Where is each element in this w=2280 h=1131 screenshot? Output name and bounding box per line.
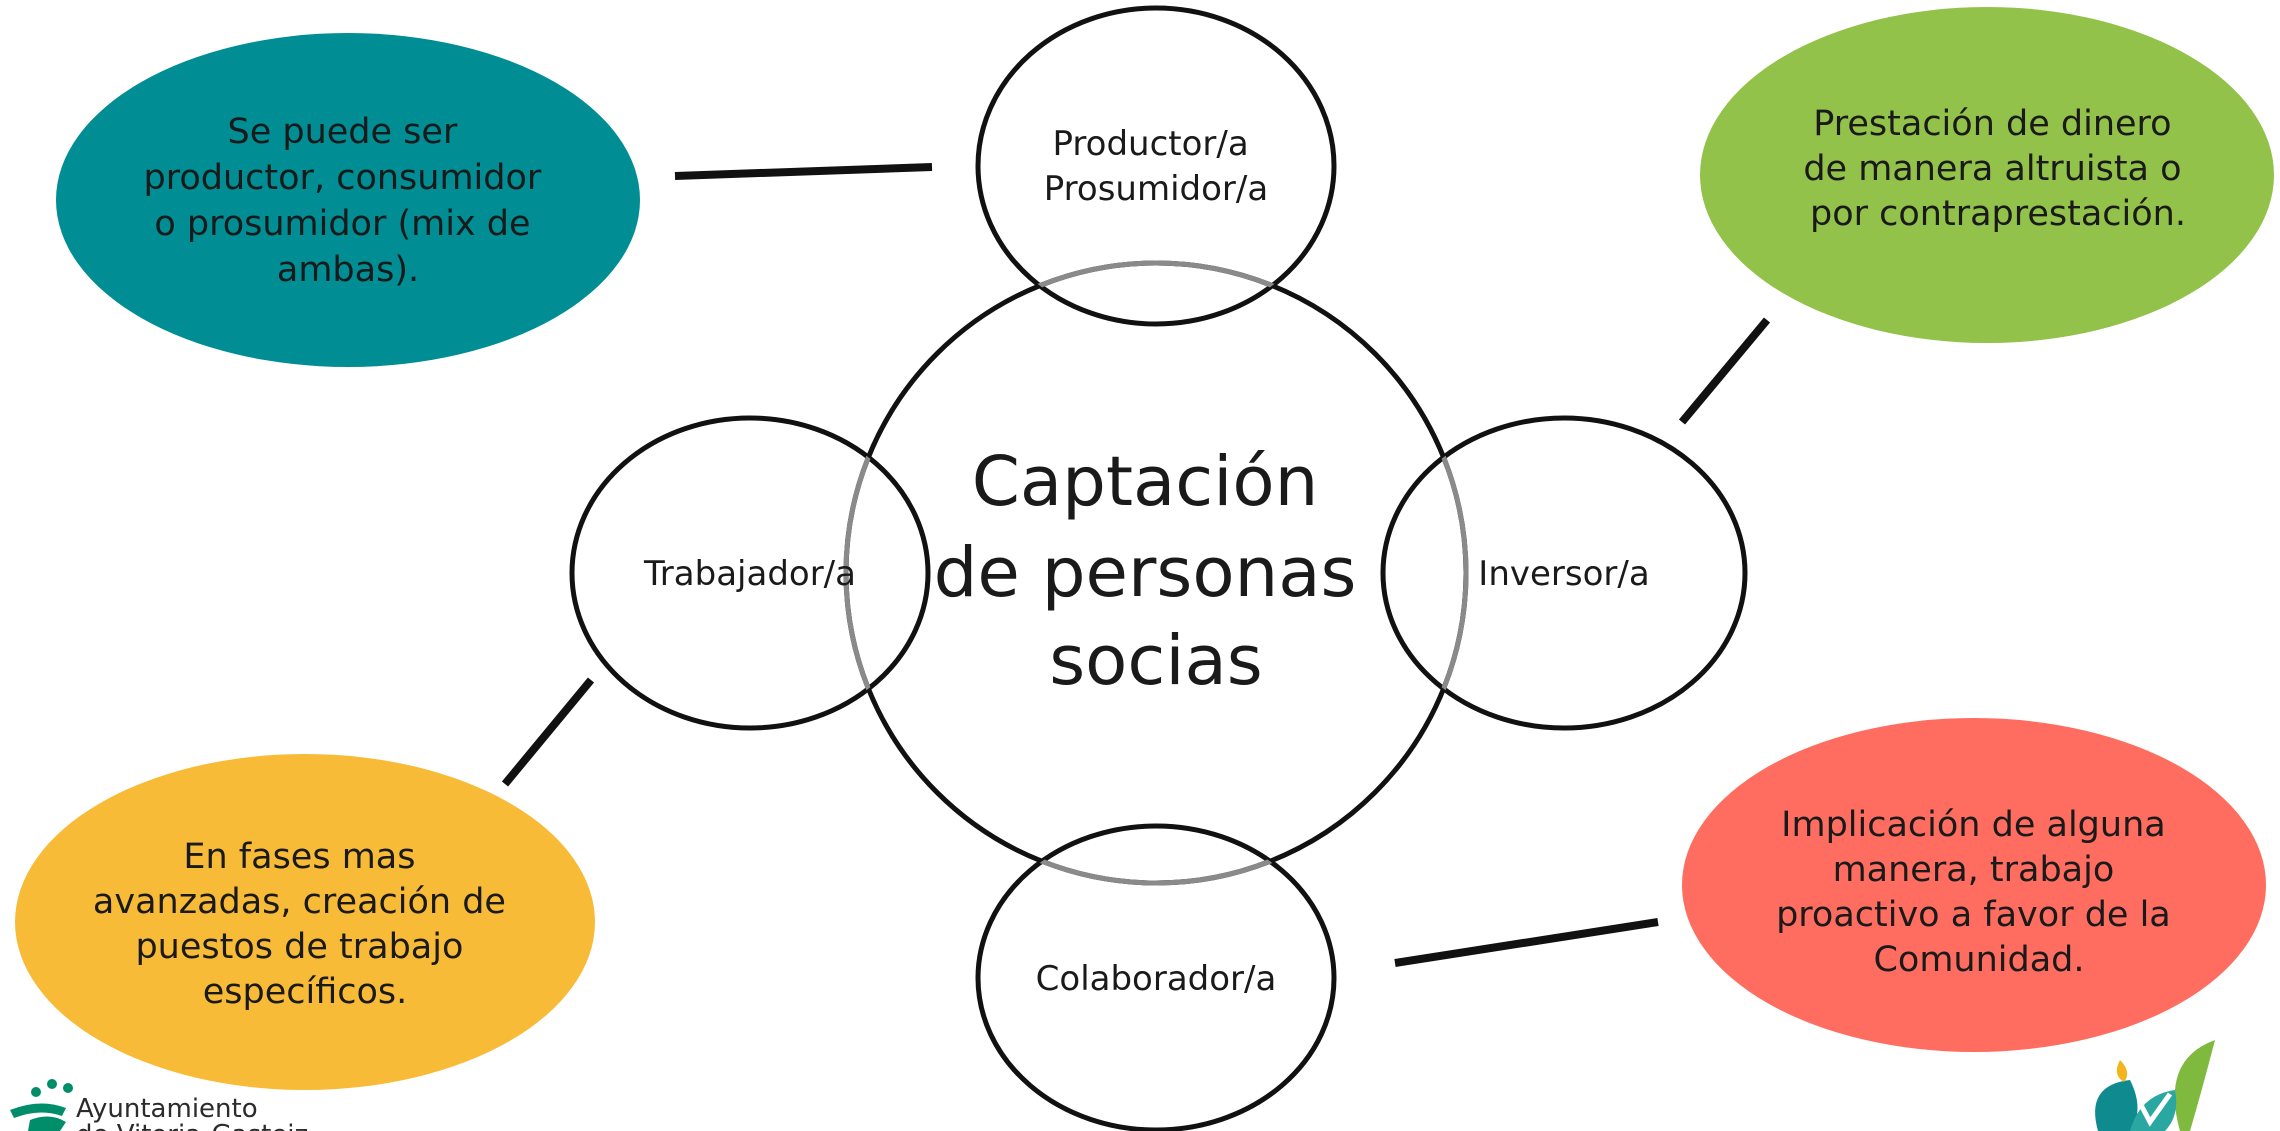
note-productor-line: o prosumidor (mix de [154, 204, 530, 244]
note-productor-line: ambas). [277, 250, 419, 290]
ayuntamiento-logo-line: Ayuntamiento [76, 1094, 258, 1124]
note-colaborador-line: manera, trabajo [1833, 850, 2115, 890]
note-trabajador-line: avanzadas, creación de [93, 882, 506, 922]
city-emblem-icon [10, 1079, 73, 1131]
role-colaborador-label-line: Colaborador/a [1036, 959, 1277, 999]
center-title-line: socias [1049, 621, 1263, 701]
center-circle-overlap-bottom [978, 826, 1334, 886]
role-productor-circle [975, 5, 1337, 327]
note-colaborador-line: Comunidad. [1873, 940, 2084, 980]
role-productor-label-line: Prosumidor/a [1044, 169, 1268, 209]
note-colaborador-line: Implicación de alguna [1781, 805, 2166, 845]
note-colaborador-text: Implicación de alguna manera, trabajo pr… [1776, 805, 2182, 980]
center-title-line: de personas [934, 533, 1357, 613]
connector-colaborador [1394, 918, 1659, 967]
connector-productor [674, 163, 933, 180]
note-productor-line: Se puede ser [228, 112, 458, 152]
leaf-logo-icon [2095, 1040, 2215, 1131]
center-title: Captación de personas socias [934, 442, 1379, 701]
center-circle-overlap-top [978, 260, 1334, 324]
center-circle-overlap-right [1383, 418, 1469, 728]
role-colaborador-circle [975, 823, 1337, 1131]
note-colaborador-line: proactivo a favor de la [1776, 895, 2171, 935]
note-colaborador-bubble [1682, 718, 2266, 1052]
center-title-line: Captación [972, 442, 1319, 522]
note-trabajador-line: En fases mas [183, 837, 415, 877]
ayuntamiento-logo-text: Ayuntamiento de Vitoria-Gasteiz [76, 1094, 308, 1131]
role-inversor-circle [1380, 415, 1748, 731]
connector-trabajador [501, 677, 595, 787]
ayuntamiento-logo-line: de Vitoria-Gasteiz [76, 1120, 308, 1131]
note-trabajador-line: específicos. [203, 972, 408, 1012]
role-trabajador-label-line: Trabajador/a [643, 554, 856, 594]
note-productor-text: Se puede ser productor, consumidor o pro… [144, 112, 553, 290]
role-inversor-label-line: Inversor/a [1478, 554, 1649, 594]
role-inversor-label: Inversor/a [1478, 554, 1649, 594]
role-trabajador-label: Trabajador/a [643, 554, 856, 594]
connector-inversor [1678, 317, 1771, 425]
note-trabajador-text: En fases mas avanzadas, creación de pues… [93, 837, 517, 1012]
role-productor-label: Productor/a Prosumidor/a [1044, 124, 1268, 209]
note-inversor-bubble [1700, 7, 2274, 343]
note-inversor-line: de manera altruista o [1803, 149, 2181, 189]
note-productor-bubble [56, 33, 640, 367]
note-inversor-line: por contraprestación. [1810, 194, 2186, 234]
note-trabajador-bubble [15, 754, 595, 1090]
note-inversor-text: Prestación de dinero de manera altruista… [1803, 104, 2192, 234]
note-productor-line: productor, consumidor [144, 158, 542, 198]
role-productor-label-line: Productor/a [1053, 124, 1249, 164]
role-colaborador-label: Colaborador/a [1036, 959, 1277, 999]
note-trabajador-line: puestos de trabajo [135, 927, 463, 967]
note-inversor-line: Prestación de dinero [1813, 104, 2171, 144]
center-circle-overlap-left [843, 418, 928, 728]
role-trabajador-circle [569, 415, 931, 731]
ayuntamiento-logo: Ayuntamiento de Vitoria-Gasteiz [10, 1079, 308, 1131]
